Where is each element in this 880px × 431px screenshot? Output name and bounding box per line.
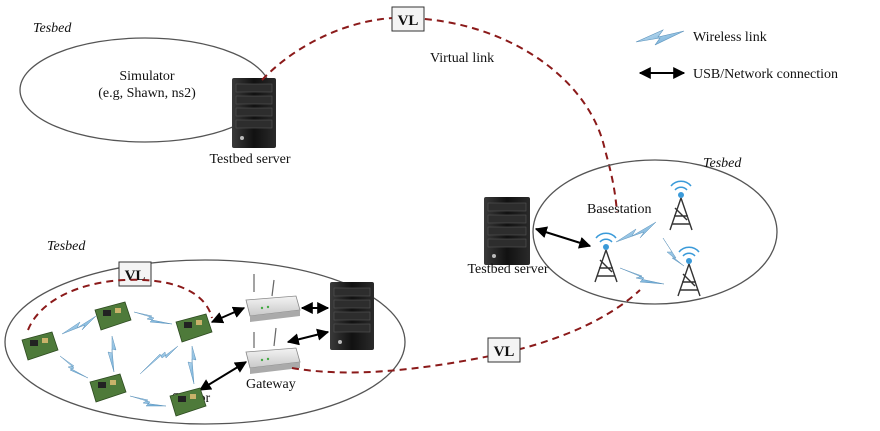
basestation-label: Basestation [587,202,652,217]
gateway-icon-top [245,274,301,322]
gateway-label: Gateway [246,377,296,392]
vl-tag-bottom: VL [487,337,521,363]
wireless-link-icon [615,221,657,243]
testbed-server-top-icon [232,78,276,148]
wireless-link-legend-icon [635,29,685,46]
legend-usb-label: USB/Network connection [693,67,838,82]
sensor-node-icon [94,301,132,331]
basestation-tower-icon-3 [677,246,701,297]
simulator-label: Simulator [119,69,175,84]
virtual-link-sensor-arc [27,278,213,331]
wireless-link-icon [662,237,685,267]
usb-connection-sensor-gateway-bottom [198,361,248,391]
basestation-tower-icon-2 [669,180,693,231]
virtual-link-bottom-curve [291,289,641,374]
vl-tag-top: VL [391,6,425,32]
wireless-link-icon [133,311,173,325]
sensor-node-icon [89,373,127,403]
testbed-server-bottom-icon [330,282,374,350]
svg-text:VL: VL [125,268,146,284]
simulator-examples-label: (e.g, Shawn, ns2) [98,86,196,101]
usb-connection-sensor-gateway-top [210,306,246,324]
wireless-link-icon [139,345,179,375]
sensor-node-icon [21,331,59,361]
legend-wireless-label: Wireless link [693,30,767,45]
testbed-server-top-label: Testbed server [209,152,290,167]
testbed-server-right-icon [484,197,530,265]
svg-text:VL: VL [398,13,419,29]
testbed-server-right-label: Testbed server [467,262,548,277]
wireless-link-icon [59,355,89,379]
basestation-testbed-ellipse [532,159,778,305]
sensor-node-icon [169,387,207,417]
tesbed-label-right: Tesbed [703,156,742,171]
usb-connection-gateway-server-bottom [286,328,330,346]
wireless-link-icon [129,395,167,407]
legend: Wireless link USB/Network connection [635,29,838,82]
vl-tag-left: VL [118,261,152,287]
usb-connection-server-basestation [534,226,592,249]
wireless-link-icon [107,335,117,373]
virtual-link-top-curve [261,16,618,213]
sensor-node-icon [175,313,213,343]
tesbed-label-top-left: Tesbed [33,21,72,36]
virtual-link-label: Virtual link [430,51,494,66]
wireless-link-icon [187,345,197,385]
wireless-link-icon [61,315,97,335]
gateway-icon-bottom [245,327,301,374]
wireless-link-icon [619,267,665,285]
tesbed-label-bottom-left: Tesbed [47,239,86,254]
svg-text:VL: VL [494,344,515,360]
sensor-testbed-ellipse [4,259,406,425]
basestation-tower-icon-1 [594,232,618,283]
